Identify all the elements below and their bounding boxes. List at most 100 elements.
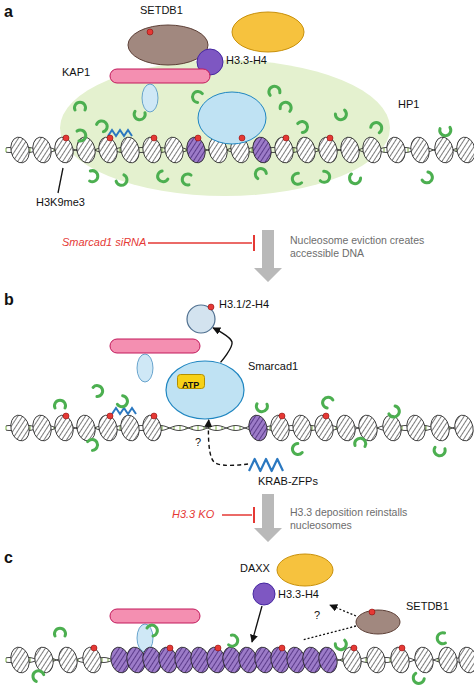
nucleosome [388,645,411,674]
methyl-mark [215,645,221,651]
nucleosome [454,135,474,164]
methyl-mark [399,645,405,651]
nucleosome [412,645,435,674]
setdb1-shape [356,610,400,634]
connector-arrow [208,420,248,466]
nucleosome [30,413,53,442]
hp1-crescent [440,127,452,136]
step-arrow [254,230,282,282]
hp1-crescent [433,447,445,456]
methyl-mark [107,135,113,141]
dna-base-pair [234,426,235,431]
nucleosome [316,135,339,164]
nucleosome [118,135,141,164]
step-caption: H3.3 deposition reinstalls nucleosomes [290,506,468,531]
connector-arrow [213,328,232,362]
perturbation-label: Smarcad1 siRNA [62,236,146,249]
nucleosome [408,135,431,164]
dna-base-pair [366,658,367,663]
mark-label: H3K9me3 [36,196,85,209]
dna-base-pair [252,148,253,153]
heterochromatin-cloud [60,60,390,196]
inhibition-line [148,242,252,244]
hp1-crescent [280,101,293,112]
nucleosome [52,135,75,164]
kap1-stem [137,354,153,382]
chaperone-shape [232,12,304,52]
nucleosome [384,135,407,164]
nucleosome [290,413,313,442]
methyl-mark [279,413,285,419]
inhibition-bar [253,235,255,251]
nucleosome [118,413,141,442]
hp1-crescent [155,170,168,183]
hp1-crescent [90,171,99,183]
krab-zfp-symbol [112,408,136,414]
step-arrow [254,494,282,542]
hp1-crescent [191,89,203,102]
hp1-crescent [77,129,87,141]
hp1-crescent [55,628,66,636]
histone-dimer-circle: H3.1/2-H4 [186,304,216,334]
hp1-crescent [228,635,239,648]
dna-base-pair [390,658,391,662]
methyl-mark [151,413,157,419]
nucleosome [272,135,295,164]
hp1-crescent [389,406,402,419]
protein-label: DAXX [240,562,270,575]
kap1-shape [110,609,200,623]
dna-base-pair [6,426,7,430]
step-caption: Nucleosome eviction creates accessible D… [290,234,468,259]
hp1-crescent [116,175,129,188]
nucleosome [360,135,383,164]
methyl-mark [279,645,285,651]
hp1-crescent [31,669,44,682]
remodeler-blob: Smarcad1ATP [165,360,245,420]
protein-label: SETDB1 [406,600,449,613]
perturbation-label: H3.3 KO [172,508,214,521]
methyl-mark [63,413,69,419]
dna-base-pair [30,426,31,431]
nucleosome [294,135,317,164]
nucleosome [56,645,79,674]
dna-base-pair [198,426,199,431]
hp1-crescent [117,395,129,408]
dna-base-pair [402,426,403,430]
hp1-crescent [335,640,348,651]
nucleosome [140,413,163,442]
illustration [6,12,474,686]
nucleosome [428,413,451,442]
dna-base-pair [294,148,295,153]
hp1-crescent [96,119,109,132]
hp1-crescent [55,400,66,408]
methyl-mark [107,413,113,419]
methyl-mark [195,135,201,141]
inhibition-bar [253,507,255,523]
kap1-shape [110,339,200,353]
hp1-crescent [320,395,333,408]
methyl-mark [369,609,375,615]
hp1-crescent [75,102,86,110]
hp1-crescent [335,110,348,121]
dna-base-pair [426,426,427,431]
nucleosome [404,413,427,442]
hp1-crescent [298,120,310,133]
nucleosome [338,135,361,164]
hp1-crescent [348,174,361,186]
nucleosome [96,135,119,164]
nucleosome [162,135,185,164]
nucleosome [452,413,474,442]
methyl-mark [91,645,97,651]
nucleosome [8,413,31,442]
methyl-mark [323,413,329,419]
dna-base-pair [180,426,181,431]
dna-base-pair [384,148,385,153]
panel-letter: c [4,548,13,567]
hp1-crescent [291,443,303,456]
methyl-mark [239,135,245,141]
dna-base-pair [30,148,31,153]
hp1-crescent [355,438,367,447]
protein-label: KAP1 [62,66,90,79]
panel-letter: a [4,2,13,21]
